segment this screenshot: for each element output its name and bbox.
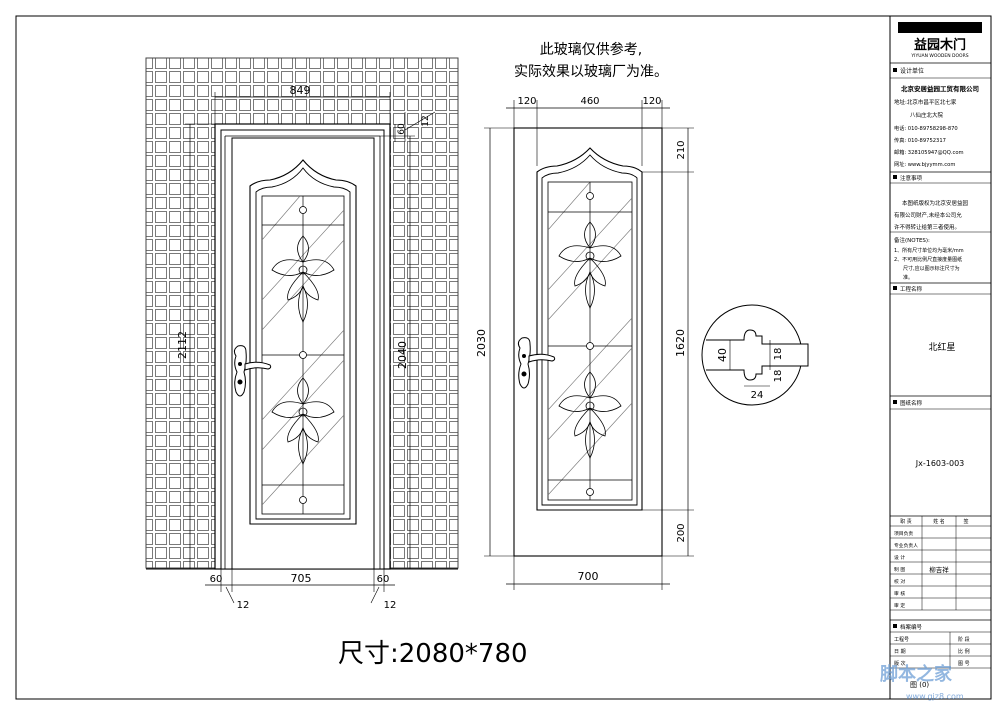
svg-text:审 定: 审 定 [894,602,905,609]
svg-text:www.gjz8.com: www.gjz8.com [906,692,964,701]
remarks-label: 备注(NOTES): [894,236,930,244]
project-info-table: 工程号 阶 段 日 期 比 例 版 次 图 号 [890,632,991,669]
sheet-number: 图 (0) [910,681,929,689]
dim-705: 705 [291,572,312,585]
remark-1: 1、所有尺寸单位均为毫米/mm [894,247,964,254]
dim-200: 200 [676,523,687,542]
svg-text:柳吉祥: 柳吉祥 [929,565,949,574]
dim-700: 700 [578,570,599,583]
size-label: 尺寸:2080*780 [338,639,528,669]
svg-text:审 核: 审 核 [894,590,905,597]
note-line-1: 此玻璃仅供参考, [540,41,642,58]
dim-460: 460 [580,96,599,107]
svg-text:图 号: 图 号 [958,661,970,667]
dim-120-right: 120 [642,96,661,107]
svg-text:制 图: 制 图 [894,566,905,573]
notice-line-1: 本图纸版权为北京安居益园 [902,199,969,207]
email: 邮箱: 328105947@QQ.com [894,148,964,156]
svg-text:比 例: 比 例 [958,648,970,655]
project-name: 北红星 [928,341,955,353]
svg-text:工程号: 工程号 [894,636,909,643]
fax: 传真: 010-89752317 [894,136,946,144]
glass-motif-lower-right [558,371,622,459]
remark-4: 准。 [903,274,913,281]
address-1: 地址:北京市昌平区北七家 [894,98,957,106]
dim-2030: 2030 [475,329,488,357]
watermark: 脚本之家 www.gjz8.com [880,663,964,701]
design-unit-label: 设计单位 [900,67,924,75]
drawing-number: Jx-1603-003 [915,459,965,468]
dim-12-bottom-left: 12 [237,600,250,611]
drawing-name-label: 图纸名称 [900,399,923,407]
remark-3: 尺寸,应以图示标注尺寸为 [903,265,960,272]
remark-2: 2、不可用比例尺直接度量图纸 [894,256,962,263]
dim-60-bottom-right: 60 [377,574,390,585]
phone: 电话: 010-89758298-870 [894,124,958,132]
detail-dim-24: 24 [751,390,764,401]
project-label: 工程名称 [900,285,923,293]
note-line-2: 实际效果以玻璃厂为准。 [514,63,668,80]
dim-210: 210 [676,140,687,159]
svg-text:YIYUAN WOODEN DOORS: YIYUAN WOODEN DOORS [910,53,968,59]
svg-text:校 对: 校 对 [894,578,905,585]
glass-motif-upper [271,235,335,323]
section-detail: 40 18 18 24 [701,304,809,406]
dim-1620: 1620 [674,329,687,357]
glass-motif-upper-right [558,221,622,309]
dim-849: 849 [290,84,311,97]
door-handle-right [517,337,556,389]
dim-120-left: 120 [517,96,536,107]
company-logo: XYXM 益园木门 YIYUAN WOODEN DOORS [898,22,982,59]
svg-text:XYXM: XYXM [908,23,973,34]
detail-dim-18a: 18 [773,348,784,361]
detail-dim-18b: 18 [773,370,784,383]
title-block: XYXM 益园木门 YIYUAN WOODEN DOORS 设计单位 北京安居益… [889,15,992,700]
svg-text:脚本之家: 脚本之家 [880,663,953,685]
svg-text:益园木门: 益园木门 [914,37,966,53]
archive-number-label: 档案编号 [900,623,923,631]
responsibility-table: 职 责 姓 名 签 项目负责 专业负责人 设 计 制 图 柳吉祥 校 对 审 核… [890,515,991,611]
dim-12-bottom-right: 12 [384,600,397,611]
glass-panel-outer-right [536,147,643,511]
dim-2040: 2040 [396,341,409,369]
right-door-elevation: 120 460 120 2030 210 1620 200 700 [475,96,694,590]
svg-text:日 期: 日 期 [894,649,906,655]
notice-line-3: 许不得转让给第三者使用。 [894,223,960,231]
website: 网址: www.bjyymm.com [894,160,955,168]
address-2: 八仙庄北大院 [910,111,944,119]
notice-line-2: 有限公司财产,未经本公司允 [894,211,962,219]
svg-text:项目负责: 项目负责 [894,530,913,537]
dim-2112: 2112 [176,331,189,359]
svg-text:职 责: 职 责 [900,518,912,525]
door-handle [233,345,272,397]
dim-60-top: 60 [397,123,407,135]
dim-60-bottom-left: 60 [210,574,223,585]
svg-text:姓 名: 姓 名 [933,518,945,525]
company-name: 北京安居益园工贸有限公司 [901,84,979,93]
svg-text:版 次: 版 次 [894,660,906,667]
left-door-elevation: 849 2112 2040 60 12 60 705 60 12 12 [145,57,459,611]
glass-motif-lower [271,377,335,465]
svg-text:签: 签 [963,518,968,525]
svg-text:设 计: 设 计 [894,554,905,561]
svg-text:专业负责人: 专业负责人 [894,542,918,549]
detail-dim-40: 40 [716,348,729,362]
svg-text:阶 段: 阶 段 [958,636,970,643]
dim-12-top: 12 [421,115,431,126]
notice-label: 注意事项 [900,174,923,182]
